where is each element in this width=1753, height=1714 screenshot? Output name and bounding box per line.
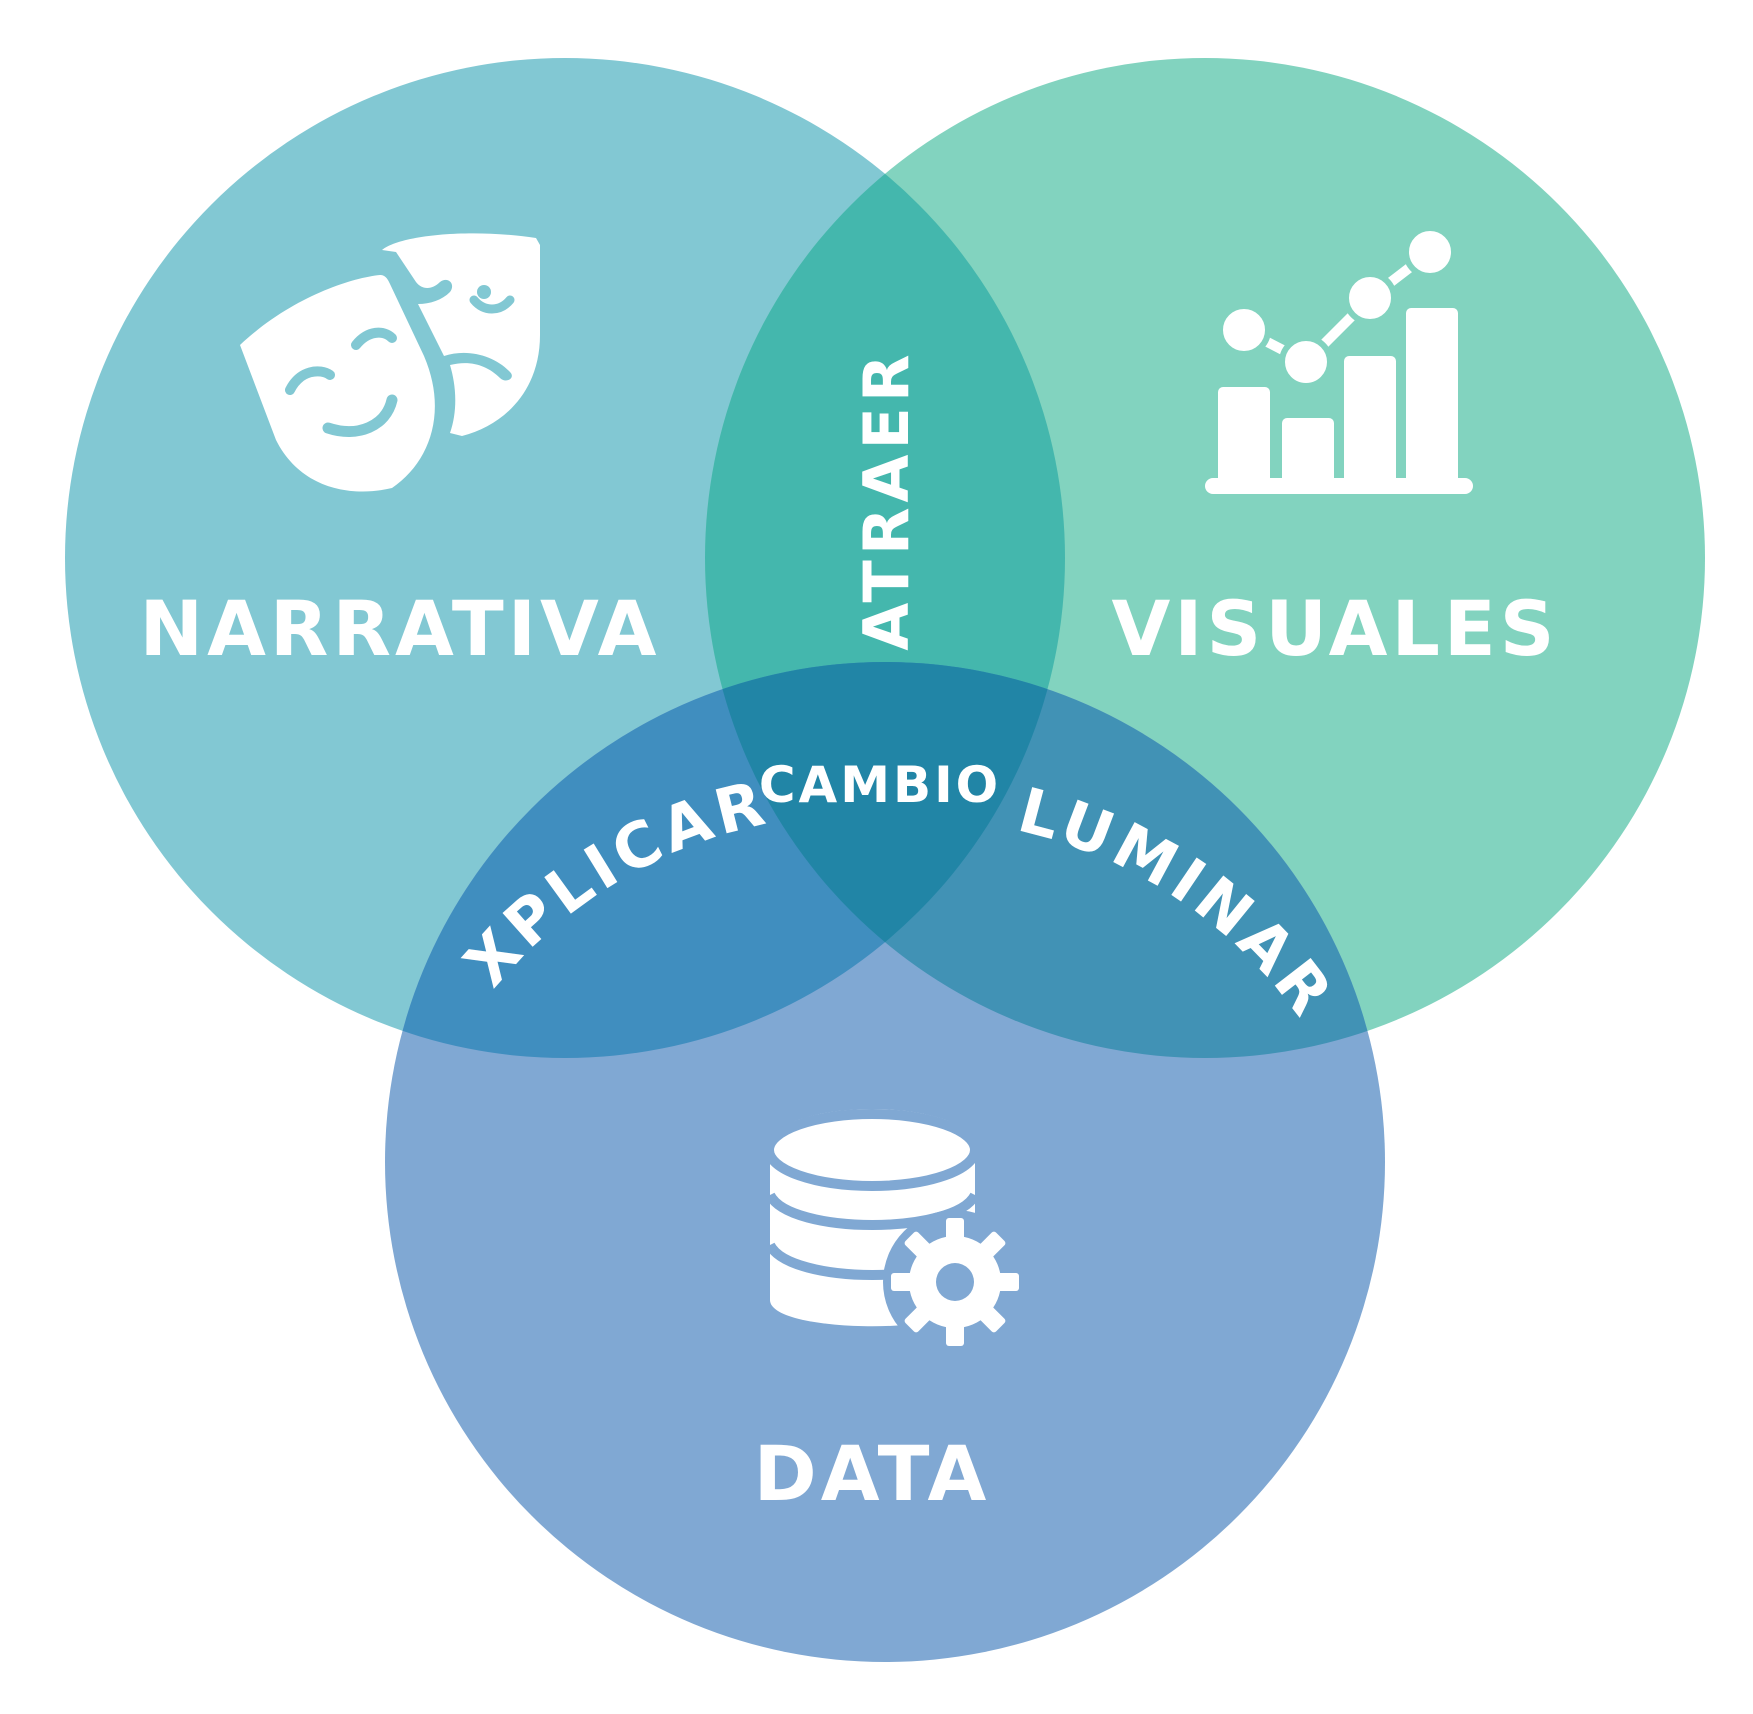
overlap-visuales-data: [705, 662, 1385, 1058]
label-narrativa: NARRATIVA: [140, 584, 661, 673]
label-atraer: ATRAER: [850, 349, 923, 650]
label-visuales: VISUALES: [1111, 584, 1558, 673]
theater-masks-icon: [240, 233, 540, 492]
label-cambio: CAMBIO: [759, 756, 1001, 814]
bar-line-chart-icon: [1205, 225, 1473, 494]
overlap-narrativa-data: [385, 662, 1065, 1058]
database-gear-icon: [764, 1109, 1027, 1354]
label-data: DATA: [754, 1429, 991, 1518]
